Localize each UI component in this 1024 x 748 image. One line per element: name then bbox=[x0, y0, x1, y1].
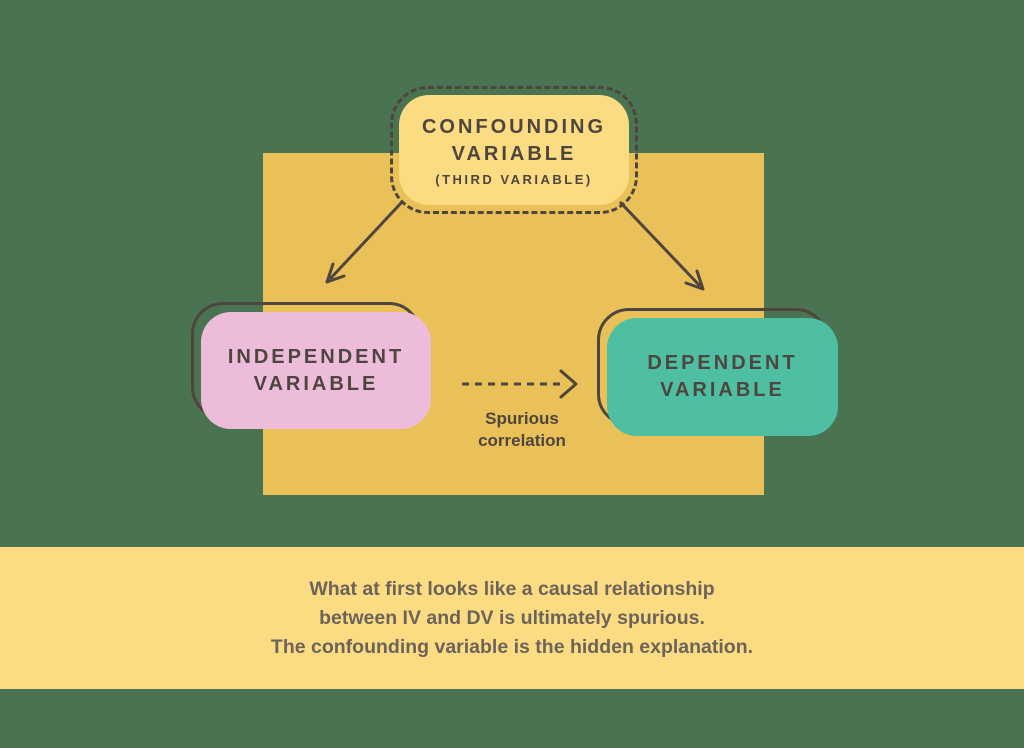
spurious-correlation-label: Spurious correlation bbox=[478, 409, 566, 451]
dependent-box-title: DEPENDENT VARIABLE bbox=[647, 352, 798, 401]
confounding-variable-box: CONFOUNDING VARIABLE (THIRD VARIABLE) bbox=[390, 86, 638, 214]
caption-line: What at first looks like a causal relati… bbox=[309, 577, 715, 600]
caption-line: between IV and DV is ultimately spurious… bbox=[319, 606, 705, 629]
independent-box-fill: INDEPENDENT VARIABLE bbox=[201, 312, 431, 429]
caption-band: What at first looks like a causal relati… bbox=[0, 547, 1024, 689]
dependent-box-fill: DEPENDENT VARIABLE bbox=[607, 318, 838, 436]
independent-variable-box: INDEPENDENT VARIABLE bbox=[191, 302, 431, 429]
confounding-box-subtitle: (THIRD VARIABLE) bbox=[435, 171, 593, 187]
confounding-box-title: CONFOUNDING VARIABLE bbox=[421, 115, 607, 165]
independent-box-title: INDEPENDENT VARIABLE bbox=[227, 345, 405, 395]
caption-line: The confounding variable is the hidden e… bbox=[270, 635, 754, 658]
confounding-box-fill: CONFOUNDING VARIABLE (THIRD VARIABLE) bbox=[399, 95, 629, 205]
dependent-variable-box: DEPENDENT VARIABLE bbox=[597, 308, 838, 436]
confounding-box-dashed-outline bbox=[390, 86, 638, 214]
